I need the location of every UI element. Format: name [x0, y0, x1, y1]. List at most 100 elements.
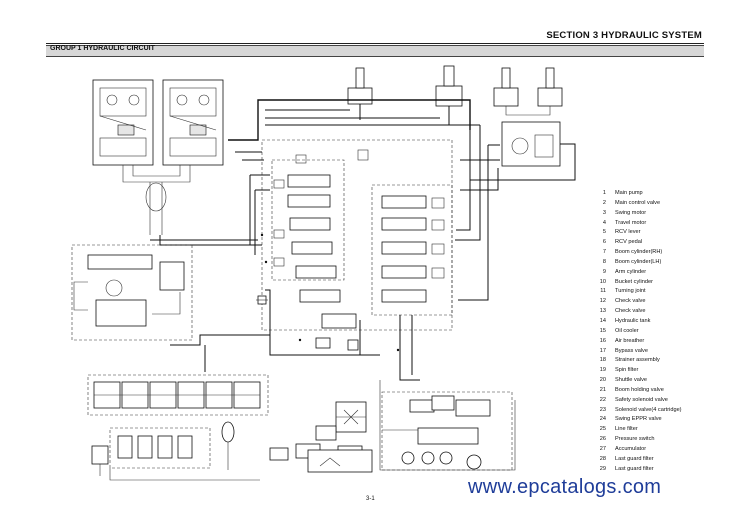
- legend-number: 9: [602, 268, 606, 275]
- legend-label: Bypass valve: [615, 347, 648, 354]
- legend-number: 5: [602, 229, 606, 236]
- legend-number: 15: [599, 327, 606, 334]
- legend-label: Air breather: [615, 337, 645, 344]
- legend-number: 29: [599, 465, 606, 472]
- legend-label: Boom holding valve: [615, 386, 664, 393]
- legend-label: Arm cylinder: [615, 268, 647, 275]
- legend-number: 16: [599, 337, 606, 344]
- legend-number: 23: [599, 406, 606, 413]
- swing-motor: [501, 121, 561, 167]
- legend-item: 18 Strainer assembly: [598, 357, 708, 367]
- legend-label: Strainer assembly: [615, 357, 660, 364]
- legend-number: 13: [599, 308, 606, 315]
- boom-cylinder-rh: [347, 67, 373, 120]
- legend-label: Bucket cylinder: [615, 278, 653, 285]
- legend-number: 24: [599, 416, 606, 423]
- legend-label: RCV lever: [615, 229, 641, 236]
- bypass-valve: [315, 313, 359, 351]
- legend-number: 27: [599, 445, 606, 452]
- legend-number: 11: [600, 288, 606, 295]
- oil-cooler: [335, 401, 367, 433]
- legend-number: 1: [602, 190, 606, 196]
- accumulator: [221, 421, 235, 470]
- legend-label: Swing EPPR valve: [615, 416, 662, 423]
- rcv-pedal: [87, 374, 269, 416]
- legend-item: 5 RCV lever: [598, 229, 708, 239]
- legend-item: 7 Boom cylinder(RH): [598, 249, 708, 259]
- legend-label: Solenoid valve(4 cartridge): [615, 406, 682, 413]
- watermark-link[interactable]: www.epcatalogs.com: [468, 476, 662, 498]
- travel-motor-right: [162, 79, 224, 166]
- pressure-switch: [91, 445, 109, 476]
- legend-label: Check valve: [615, 298, 646, 305]
- legend-item: 10 Bucket cylinder: [598, 279, 708, 289]
- legend-label: Main pump: [615, 190, 643, 196]
- legend-number: 19: [599, 367, 606, 374]
- group-title: GROUP 1 HYDRAULIC CIRCUIT: [50, 45, 155, 52]
- legend-number: 26: [599, 436, 606, 443]
- legend-label: Safety solenoid valve: [615, 396, 668, 403]
- legend-label: Boom cylinder(RH): [615, 249, 663, 256]
- legend-item: 20 Shuttle valve: [598, 377, 708, 387]
- legend-item: 17 Bypass valve: [598, 348, 708, 358]
- hydraulic-tank: [307, 449, 373, 473]
- legend-item: 19 Spin filter: [598, 367, 708, 377]
- legend-label: Main control valve: [615, 199, 661, 206]
- legend-item: 1 Main pump: [598, 190, 708, 200]
- legend-item: 25 Line filter: [598, 426, 708, 436]
- legend-label: Turning joint: [615, 288, 646, 295]
- legend-number: 6: [602, 239, 606, 246]
- legend-item: 21 Boom holding valve: [598, 387, 708, 397]
- legend-label: Shuttle valve: [615, 377, 648, 384]
- legend-number: 7: [602, 249, 606, 256]
- legend-item: 11 Turning joint: [598, 288, 708, 298]
- legend-number: 20: [599, 377, 606, 384]
- legend-number: 17: [599, 347, 606, 354]
- travel-motor-left: [92, 79, 154, 166]
- legend-label: Last guard filter: [615, 465, 654, 472]
- legend-item: 23 Solenoid valve(4 cartridge): [598, 407, 708, 417]
- legend-number: 3: [602, 209, 606, 216]
- solenoid-valve-block: [109, 427, 260, 481]
- legend-item: 22 Safety solenoid valve: [598, 397, 708, 407]
- legend-number: 4: [602, 219, 606, 226]
- legend-item: 16 Air breather: [598, 338, 708, 348]
- turning-joint: [256, 295, 268, 305]
- boom-cylinder-lh: [493, 67, 519, 107]
- legend-number: 25: [599, 426, 606, 433]
- group-title-bar: GROUP 1 HYDRAULIC CIRCUIT: [46, 45, 704, 57]
- legend-number: 8: [602, 258, 606, 265]
- legend-label: Last guard filter: [615, 455, 654, 462]
- legend-number: 10: [599, 278, 606, 285]
- valve-spools-left: [287, 174, 341, 303]
- page-number: 3-1: [366, 496, 375, 502]
- legend-number: 21: [599, 386, 606, 393]
- legend-item: 9 Arm cylinder: [598, 269, 708, 279]
- legend-number: 12: [599, 298, 606, 305]
- check-valve-stack: [273, 149, 445, 279]
- section-title: SECTION 3 HYDRAULIC SYSTEM: [546, 30, 702, 41]
- legend-item: 4 Travel motor: [598, 220, 708, 230]
- legend-label: Spin filter: [615, 367, 639, 374]
- legend-label: Line filter: [615, 426, 638, 433]
- legend-label: Pressure switch: [615, 436, 655, 443]
- legend-item: 26 Pressure switch: [598, 436, 708, 446]
- legend-item: 24 Swing EPPR valve: [598, 416, 708, 426]
- legend-number: 22: [599, 396, 606, 403]
- legend-number: 14: [599, 317, 606, 324]
- legend-label: Travel motor: [615, 219, 647, 226]
- legend-item: 8 Boom cylinder(LH): [598, 259, 708, 269]
- legend-label: Boom cylinder(LH): [615, 258, 662, 265]
- bucket-cylinder: [537, 67, 563, 107]
- legend-number: 18: [599, 357, 606, 364]
- valve-spools-right: [381, 195, 427, 303]
- arm-cylinder: [435, 65, 463, 125]
- legend-item: 12 Check valve: [598, 298, 708, 308]
